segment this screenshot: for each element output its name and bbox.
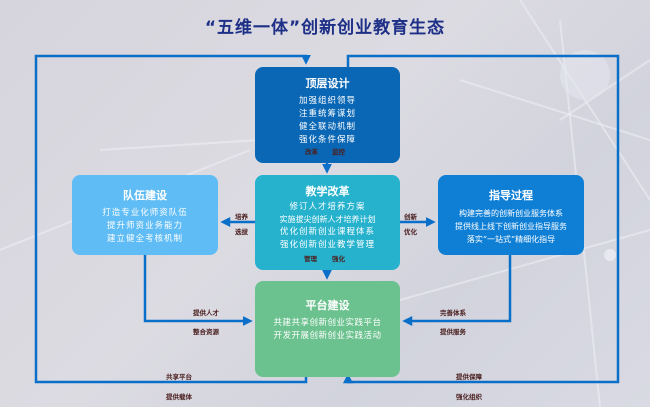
node-title: 平台建设 (305, 299, 350, 312)
edge-label-bottom-loop-2: 提供载体 (166, 393, 192, 401)
node-guidance-process: 指导过程 构建完善的创新创业服务体系 提供线上线下创新创业指导服务 落实“一站式… (438, 175, 584, 255)
node-platform-building: 平台建设 共建共享创新创业实践平台 开发开展创新创业实践活动 (255, 281, 400, 377)
node-title: 队伍建设 (123, 189, 167, 202)
edge-label-top-center-2: 监控 (332, 148, 345, 156)
edge-label-left-bottom-2: 整合资源 (193, 328, 219, 336)
node-top-design: 顶层设计 加强组织领导 注重统筹谋划 健全联动机制 强化条件保障 (255, 67, 400, 163)
node-line: 提供线上线下创新创业指导服务 (455, 222, 567, 231)
edge-label-center-right-1: 创新 (404, 213, 417, 221)
edge-label-center-left-1: 培养 (235, 213, 248, 221)
edge-label-top-center-1: 改革 (305, 148, 318, 156)
node-line: 健全联动机制 (298, 122, 356, 132)
node-line: 构建完善的创新创业服务体系 (459, 209, 563, 218)
node-line: 注重统筹谋划 (298, 109, 356, 119)
arrow-left-to-bottom (143, 255, 253, 326)
edge-label-bottom-loop-1: 共享平台 (166, 373, 192, 381)
node-line: 开发开展创新创业实践活动 (273, 331, 382, 341)
arrow-bottom-loop-to-top (34, 54, 311, 384)
node-line: 实施拔尖创新人才培养计划 (279, 214, 376, 224)
node-team-building: 队伍建设 打造专业化师资队伍 提升师资业务能力 建立健全考核机制 (72, 175, 218, 255)
edge-label-left-bottom-1: 提供人才 (193, 309, 219, 317)
edge-label-top-loop-1: 提供保障 (456, 373, 482, 381)
node-title: 教学改革 (305, 185, 350, 198)
node-title: 指导过程 (489, 189, 533, 202)
node-line: 修订人才培养方案 (289, 202, 366, 212)
edge-label-right-bottom-1: 完善体系 (440, 309, 466, 317)
edge-label-center-bottom-2: 强化 (332, 255, 345, 263)
node-title: 顶层设计 (305, 77, 350, 90)
node-line: 提升师资业务能力 (106, 221, 183, 231)
node-line: 强化条件保障 (298, 135, 356, 145)
node-line: 共建共享创新创业实践平台 (273, 318, 382, 328)
arrow-top-loop-to-bottom (343, 54, 620, 384)
node-line: 建立健全考核机制 (106, 234, 183, 244)
node-line: 优化创新创业课程体系 (279, 227, 375, 237)
edge-label-top-loop-2: 强化组织 (456, 393, 482, 401)
edge-label-center-right-2: 优化 (404, 228, 417, 236)
edge-label-center-bottom-1: 管理 (304, 255, 317, 263)
edge-label-right-bottom-2: 提供服务 (440, 328, 466, 336)
node-line: 加强组织领导 (298, 96, 356, 106)
arrow-right-to-bottom (402, 255, 512, 326)
diagram-title: “五维一体”创新创业教育生态 (204, 18, 446, 38)
edge-label-center-left-2: 选拔 (235, 228, 248, 236)
node-line: 落实“一站式”精细化指导 (466, 235, 556, 244)
node-teaching-reform: 教学改革 修订人才培养方案 实施拔尖创新人才培养计划 优化创新创业课程体系 强化… (255, 175, 400, 270)
node-line: 打造专业化师资队伍 (102, 208, 188, 218)
node-line: 强化创新创业教学管理 (279, 239, 375, 250)
